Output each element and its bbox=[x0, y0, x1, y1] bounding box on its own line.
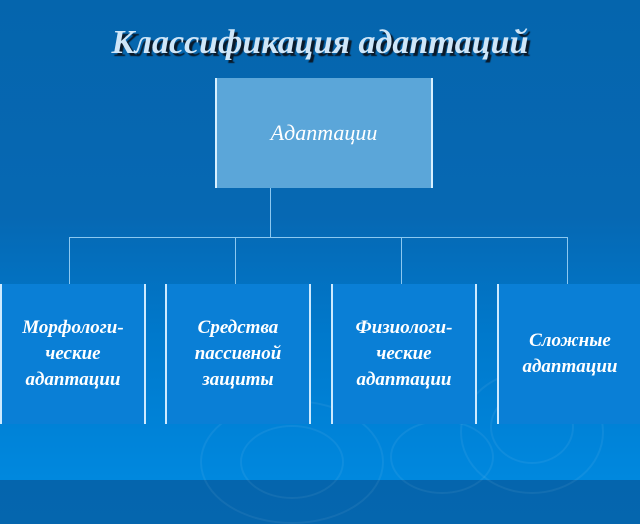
connector-horizontal bbox=[69, 237, 568, 238]
node-label: Физиологи- ческие адаптации bbox=[355, 317, 453, 390]
connector-child-2 bbox=[235, 237, 236, 284]
root-node-adaptations: Адаптации bbox=[215, 78, 433, 188]
node-morphological-adaptations: Морфологи- ческие адаптации bbox=[0, 284, 146, 424]
node-complex-adaptations: Сложные адаптации bbox=[497, 284, 640, 424]
slide-title: Классификация адаптаций bbox=[111, 24, 529, 61]
connector-root-vertical bbox=[270, 188, 271, 237]
node-passive-defense: Средства пассивной защиты bbox=[165, 284, 311, 424]
node-label: Сложные адаптации bbox=[522, 330, 618, 377]
root-node-label: Адаптации bbox=[270, 120, 378, 145]
connector-child-1 bbox=[69, 237, 70, 284]
node-label: Морфологи- ческие адаптации bbox=[22, 317, 124, 390]
node-label: Средства пассивной защиты bbox=[194, 317, 282, 390]
connector-child-3 bbox=[401, 237, 402, 284]
connector-child-4 bbox=[567, 237, 568, 284]
node-physiological-adaptations: Физиологи- ческие адаптации bbox=[331, 284, 477, 424]
